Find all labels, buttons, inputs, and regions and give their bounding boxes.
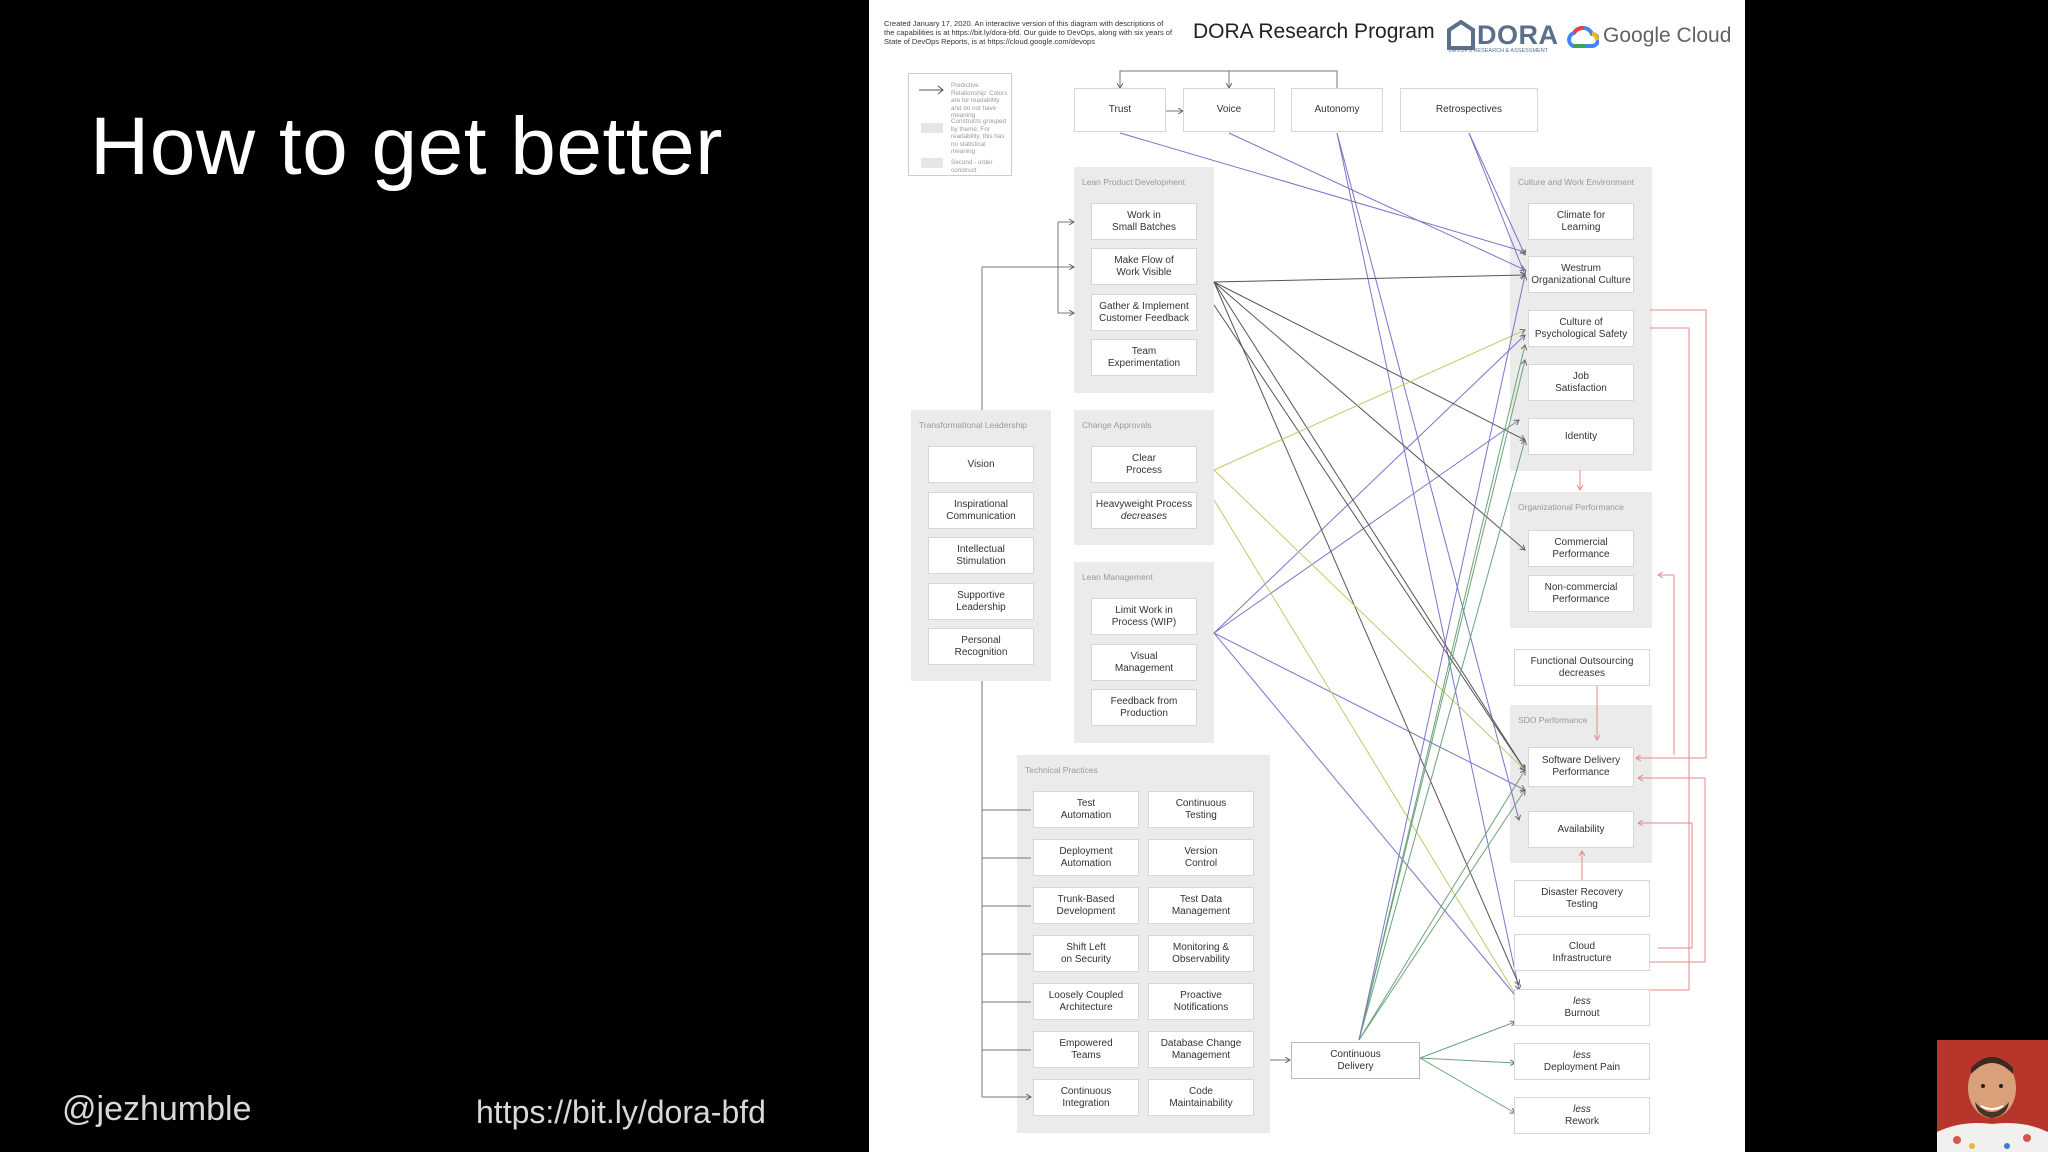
dora-diagram-panel: Created January 17, 2020. An interactive… [869,0,1745,1152]
box-test-automation: Test Automation [1033,791,1139,828]
dora-logo-sub: DEVOPS RESEARCH & ASSESSMENT [1449,48,1549,54]
box-autonomy: Autonomy [1291,88,1383,132]
box-less-rework: less Rework [1514,1097,1650,1134]
box-personal-recognition: Personal Recognition [928,628,1034,665]
box-intellectual-stimulation: Intellectual Stimulation [928,537,1034,574]
box-disaster-recovery: Disaster Recovery Testing [1514,880,1650,917]
box-job-satisfaction: Job Satisfaction [1528,364,1634,401]
box-trust: Trust [1074,88,1166,132]
box-database-change: Database Change Management [1148,1031,1254,1068]
relationship-arrows [981,70,1707,1152]
footer-handle: @jezhumble [62,1090,252,1128]
box-westrum-culture: Westrum Organizational Culture [1528,256,1634,293]
footer-url: https://bit.ly/dora-bfd [476,1094,766,1130]
box-deployment-automation: Deployment Automation [1033,839,1139,876]
box-loosely-coupled: Loosely Coupled Architecture [1033,983,1139,1020]
group-label: Transformational Leadership [919,420,1027,430]
group-label: Culture and Work Environment [1518,177,1635,187]
box-empowered-teams: Empowered Teams [1033,1031,1139,1068]
box-less-burnout: less Burnout [1514,989,1650,1026]
box-clear-process: Clear Process [1091,446,1197,483]
box-monitoring: Monitoring & Observability [1148,935,1254,972]
box-commercial-performance: Commercial Performance [1528,530,1634,567]
box-small-batches: Work in Small Batches [1091,203,1197,240]
box-noncommercial-performance: Non-commercial Performance [1528,575,1634,612]
dora-mark-icon [1447,20,1475,50]
group-label: Technical Practices [1025,765,1098,775]
box-proactive-notifications: Proactive Notifications [1148,983,1254,1020]
box-visual-management: Visual Management [1091,644,1197,681]
arrow-icon [919,85,944,95]
diagram-note: Created January 17, 2020. An interactive… [884,19,1173,46]
outcome-qualifier: less [1573,995,1591,1007]
outsourcing-label: Functional Outsourcing [1530,655,1634,667]
group-label: Lean Product Development [1082,177,1186,187]
heavyweight-note: decreases [1120,510,1168,522]
box-trunk-based: Trunk-Based Development [1033,887,1139,924]
outcome-qualifier: less [1573,1103,1591,1115]
outcome-label: Rework [1565,1115,1599,1127]
box-code-maintainability: Code Maintainability [1148,1079,1254,1116]
legend-group-text: Constructs grouped by theme: For readabi… [951,118,1006,155]
program-title: DORA Research Program [1193,20,1435,43]
box-climate-learning: Climate for Learning [1528,203,1634,240]
box-identity: Identity [1528,418,1634,455]
heavyweight-label: Heavyweight Process [1095,498,1193,510]
box-retrospectives: Retrospectives [1400,88,1538,132]
presenter-webcam [1937,1040,2048,1152]
group-label: Organizational Performance [1518,502,1624,512]
box-inspirational-communication: Inspirational Communication [928,492,1034,529]
legend-group-swatch [921,123,943,133]
outsourcing-note: decreases [1558,667,1606,679]
box-continuous-integration: Continuous Integration [1033,1079,1139,1116]
google-cloud-word: Google Cloud [1603,24,1732,47]
box-feedback-production: Feedback from Production [1091,689,1197,726]
box-continuous-testing: Continuous Testing [1148,791,1254,828]
cloud-icon [1567,25,1599,48]
box-team-experimentation: Team Experimentation [1091,339,1197,376]
box-software-delivery-performance: Software Delivery Performance [1528,747,1634,787]
box-functional-outsourcing: Functional Outsourcing decreases [1514,649,1650,686]
outcome-label: Burnout [1564,1007,1600,1019]
box-cloud-infrastructure: Cloud Infrastructure [1514,934,1650,971]
box-heavyweight-process: Heavyweight Process decreases [1091,492,1197,529]
legend-second-order-text: Second - order construct [951,159,993,174]
legend-second-order-swatch [921,158,943,168]
group-label: SDO Performance [1518,715,1588,725]
dora-logo-word: DORA [1477,20,1559,50]
box-continuous-delivery: Continuous Delivery [1291,1042,1420,1079]
box-version-control: Version Control [1148,839,1254,876]
legend: Predictive Relationship: Colors are for … [908,73,1012,176]
google-cloud-logo: Google Cloud [1565,22,1735,52]
box-shift-left: Shift Left on Security [1033,935,1139,972]
box-limit-wip: Limit Work in Process (WIP) [1091,598,1197,635]
outcome-qualifier: less [1573,1049,1591,1061]
slide-title: How to get better [90,101,723,192]
box-vision: Vision [928,446,1034,483]
group-label: Lean Management [1082,572,1153,582]
box-flow-visible: Make Flow of Work Visible [1091,248,1197,285]
outcome-label: Deployment Pain [1543,1061,1621,1073]
legend-arrow-text: Predictive Relationship: Colors are for … [951,82,1008,119]
dora-logo: DORA DEVOPS RESEARCH & ASSESSMENT [1447,18,1559,56]
box-availability: Availability [1528,811,1634,848]
box-psychological-safety: Culture of Psychological Safety [1528,310,1634,347]
box-supportive-leadership: Supportive Leadership [928,583,1034,620]
presenter-avatar [1937,1040,2048,1152]
box-voice: Voice [1183,88,1275,132]
box-customer-feedback: Gather & Implement Customer Feedback [1091,294,1197,331]
box-test-data: Test Data Management [1148,887,1254,924]
group-label: Change Approvals [1082,420,1152,430]
box-less-deployment-pain: less Deployment Pain [1514,1043,1650,1080]
